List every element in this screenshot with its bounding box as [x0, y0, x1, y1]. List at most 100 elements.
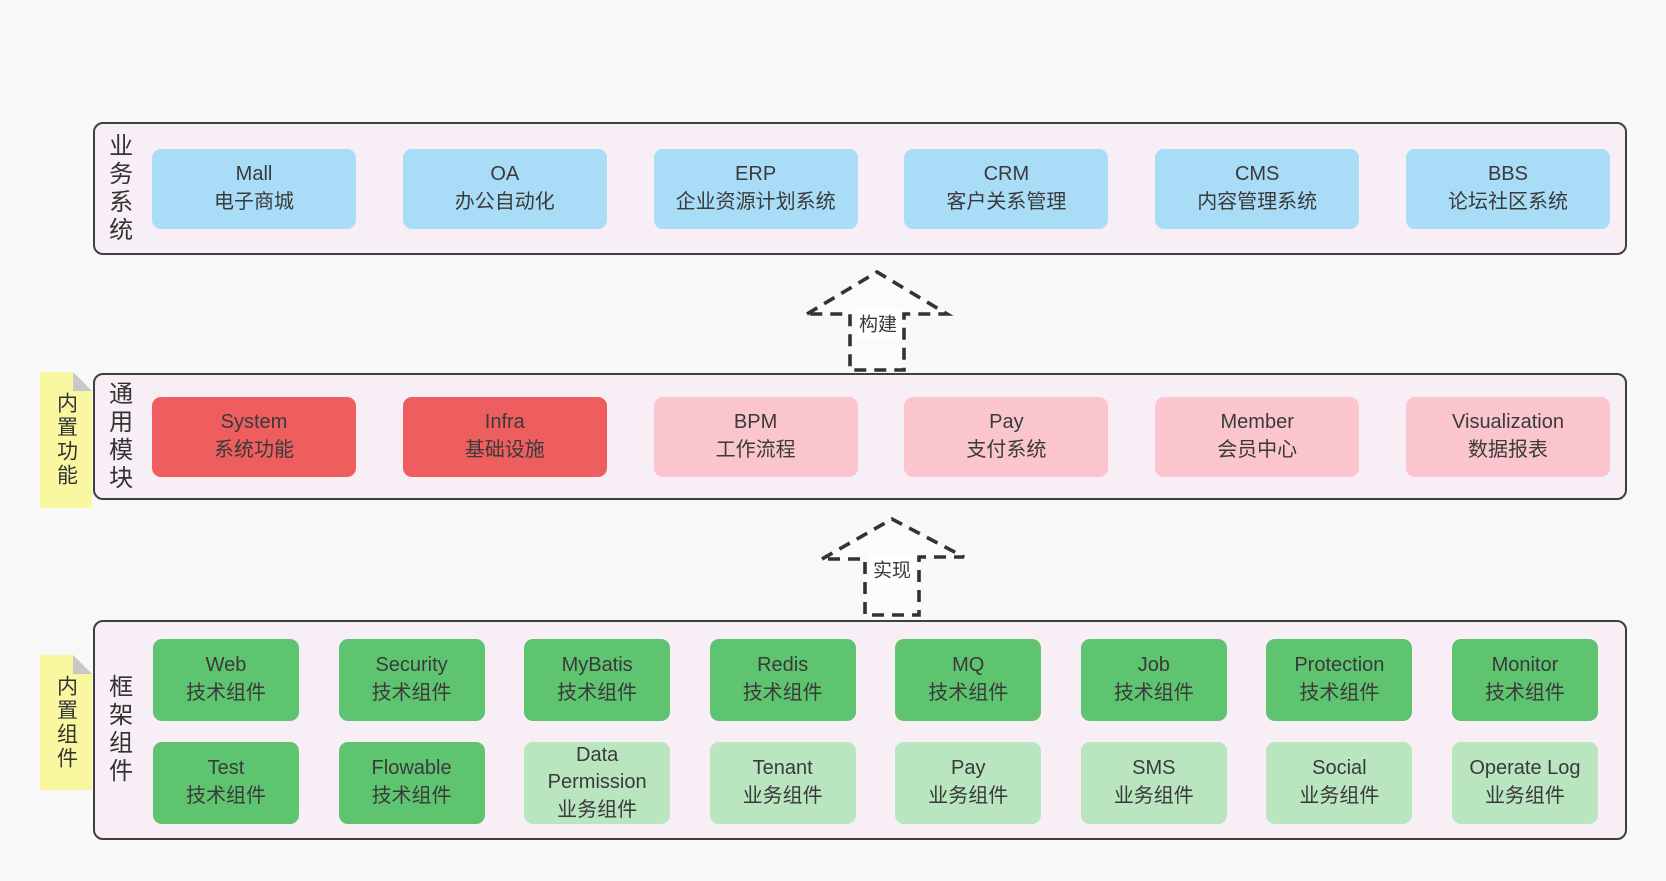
common-modules-boxes: System 系统功能 Infra 基础设施 BPM 工作流程 Pay 支付系统 Member 会… [152, 375, 1610, 498]
module-name: System [220, 410, 288, 433]
module-name: BPM [733, 410, 778, 433]
module-name: Pay [989, 410, 1024, 433]
module-box-system: System 系统功能 [152, 396, 356, 477]
module-desc: 技术组件 [186, 785, 266, 807]
module-desc: 技术组件 [928, 682, 1009, 704]
framework-components-row-2: Test 技术组件 Flowable 技术组件 Data Permission 业务组件 T… [153, 742, 1598, 824]
module-name: Flowable [371, 757, 452, 780]
band-common-modules: 通用模块 System 系统功能 Infra 基础设施 BPM 工作流程 Pay 支付系统 Me… [93, 373, 1627, 500]
module-desc: 业务组件 [1299, 785, 1380, 807]
module-desc: 业务组件 [1113, 785, 1194, 807]
module-name: Security [375, 654, 448, 677]
module-name: Test [207, 757, 245, 780]
module-desc: 业务组件 [557, 798, 638, 821]
module-box-data-permission: Data Permission 业务组件 [524, 742, 671, 824]
module-box-cms: CMS 内容管理系统 [1155, 148, 1360, 229]
module-box-sms: SMS 业务组件 [1080, 742, 1227, 824]
sticky-note-builtin-components: 内置组件 [40, 655, 92, 790]
module-box-security: Security 技术组件 [338, 639, 485, 721]
module-desc: 支付系统 [966, 438, 1047, 461]
module-name: CRM [983, 162, 1030, 185]
module-box-pay: Pay 业务组件 [895, 742, 1042, 824]
module-desc: 技术组件 [1299, 682, 1380, 704]
module-desc: 业务组件 [1484, 785, 1565, 807]
module-name: Infra [484, 410, 525, 433]
band-label-text: 业务系统 [104, 132, 132, 245]
band-label-text: 通用模块 [104, 380, 132, 493]
module-desc: 内容管理系统 [1197, 190, 1318, 213]
module-desc: 工作流程 [715, 438, 796, 461]
band-label-framework-components: 框架组件 [104, 622, 132, 838]
module-name: Web [205, 654, 247, 677]
module-box-test: Test 技术组件 [153, 742, 299, 824]
module-box-pay: Pay 支付系统 [904, 396, 1109, 477]
module-name: Redis [757, 654, 809, 677]
module-desc: 技术组件 [186, 682, 266, 704]
module-name: SMS [1132, 757, 1176, 780]
sticky-note-text: 内置功能 [54, 392, 78, 488]
module-desc: 技术组件 [1484, 682, 1565, 704]
module-name: Pay [951, 757, 986, 780]
module-desc: 技术组件 [557, 682, 638, 704]
module-box-monitor: Monitor 技术组件 [1451, 639, 1598, 721]
module-box-member: Member 会员中心 [1155, 396, 1360, 477]
module-desc: 数据报表 [1467, 438, 1548, 461]
module-desc: 企业资源计划系统 [675, 190, 836, 213]
module-name: Monitor [1491, 654, 1559, 677]
module-desc: 业务组件 [928, 785, 1009, 807]
build-arrow-label: 构建 [855, 308, 901, 338]
module-name: Mall [235, 162, 273, 185]
module-box-protection: Protection 技术组件 [1266, 639, 1413, 721]
implement-arrow-label: 实现 [869, 554, 915, 584]
module-box-crm: CRM 客户关系管理 [904, 148, 1109, 229]
module-name: Tenant [752, 757, 813, 780]
module-box-operate-log: Operate Log 业务组件 [1451, 742, 1598, 824]
band-framework-components: 框架组件 Web 技术组件 Security 技术组件 MyBatis 技术组件 Redis… [93, 620, 1627, 840]
module-box-web: Web 技术组件 [153, 639, 299, 721]
module-name: OA [490, 162, 520, 185]
module-box-bbs: BBS 论坛社区系统 [1405, 148, 1610, 229]
module-name: BBS [1487, 162, 1528, 185]
module-box-social: Social 业务组件 [1266, 742, 1413, 824]
band-label-business-systems: 业务系统 [104, 124, 132, 253]
module-name: Job [1137, 654, 1170, 677]
module-desc: 系统功能 [214, 438, 294, 461]
module-desc: 技术组件 [1113, 682, 1194, 704]
folded-corner-icon [73, 372, 92, 391]
module-desc: 办公自动化 [454, 190, 555, 213]
folded-corner-icon [73, 655, 92, 674]
module-box-job: Job 技术组件 [1080, 639, 1227, 721]
sticky-note-builtin-features: 内置功能 [40, 372, 92, 508]
module-name: Operate Log [1469, 757, 1581, 780]
band-label-common-modules: 通用模块 [104, 375, 132, 498]
module-name: Protection [1294, 654, 1385, 677]
module-desc: 客户关系管理 [946, 190, 1067, 213]
module-name: Member [1220, 410, 1294, 433]
module-name: Social [1312, 757, 1367, 780]
module-box-flowable: Flowable 技术组件 [338, 742, 485, 824]
module-box-mybatis: MyBatis 技术组件 [524, 639, 671, 721]
module-box-infra: Infra 基础设施 [402, 396, 607, 477]
module-box-visualization: Visualization 数据报表 [1405, 396, 1610, 477]
module-name: ERP [735, 162, 777, 185]
module-desc: 会员中心 [1217, 438, 1298, 461]
module-desc: 基础设施 [464, 438, 545, 461]
module-desc: 技术组件 [371, 682, 452, 704]
module-desc: 论坛社区系统 [1447, 190, 1568, 213]
module-desc: 技术组件 [371, 785, 452, 807]
module-box-oa: OA 办公自动化 [402, 148, 607, 229]
module-name: CMS [1234, 162, 1280, 185]
sticky-note-text: 内置组件 [54, 674, 78, 771]
module-name: MyBatis [561, 654, 633, 677]
band-label-text: 框架组件 [104, 674, 132, 786]
module-name: Visualization [1452, 410, 1564, 433]
module-box-erp: ERP 企业资源计划系统 [653, 148, 858, 229]
module-name: Data Permission [547, 743, 647, 794]
